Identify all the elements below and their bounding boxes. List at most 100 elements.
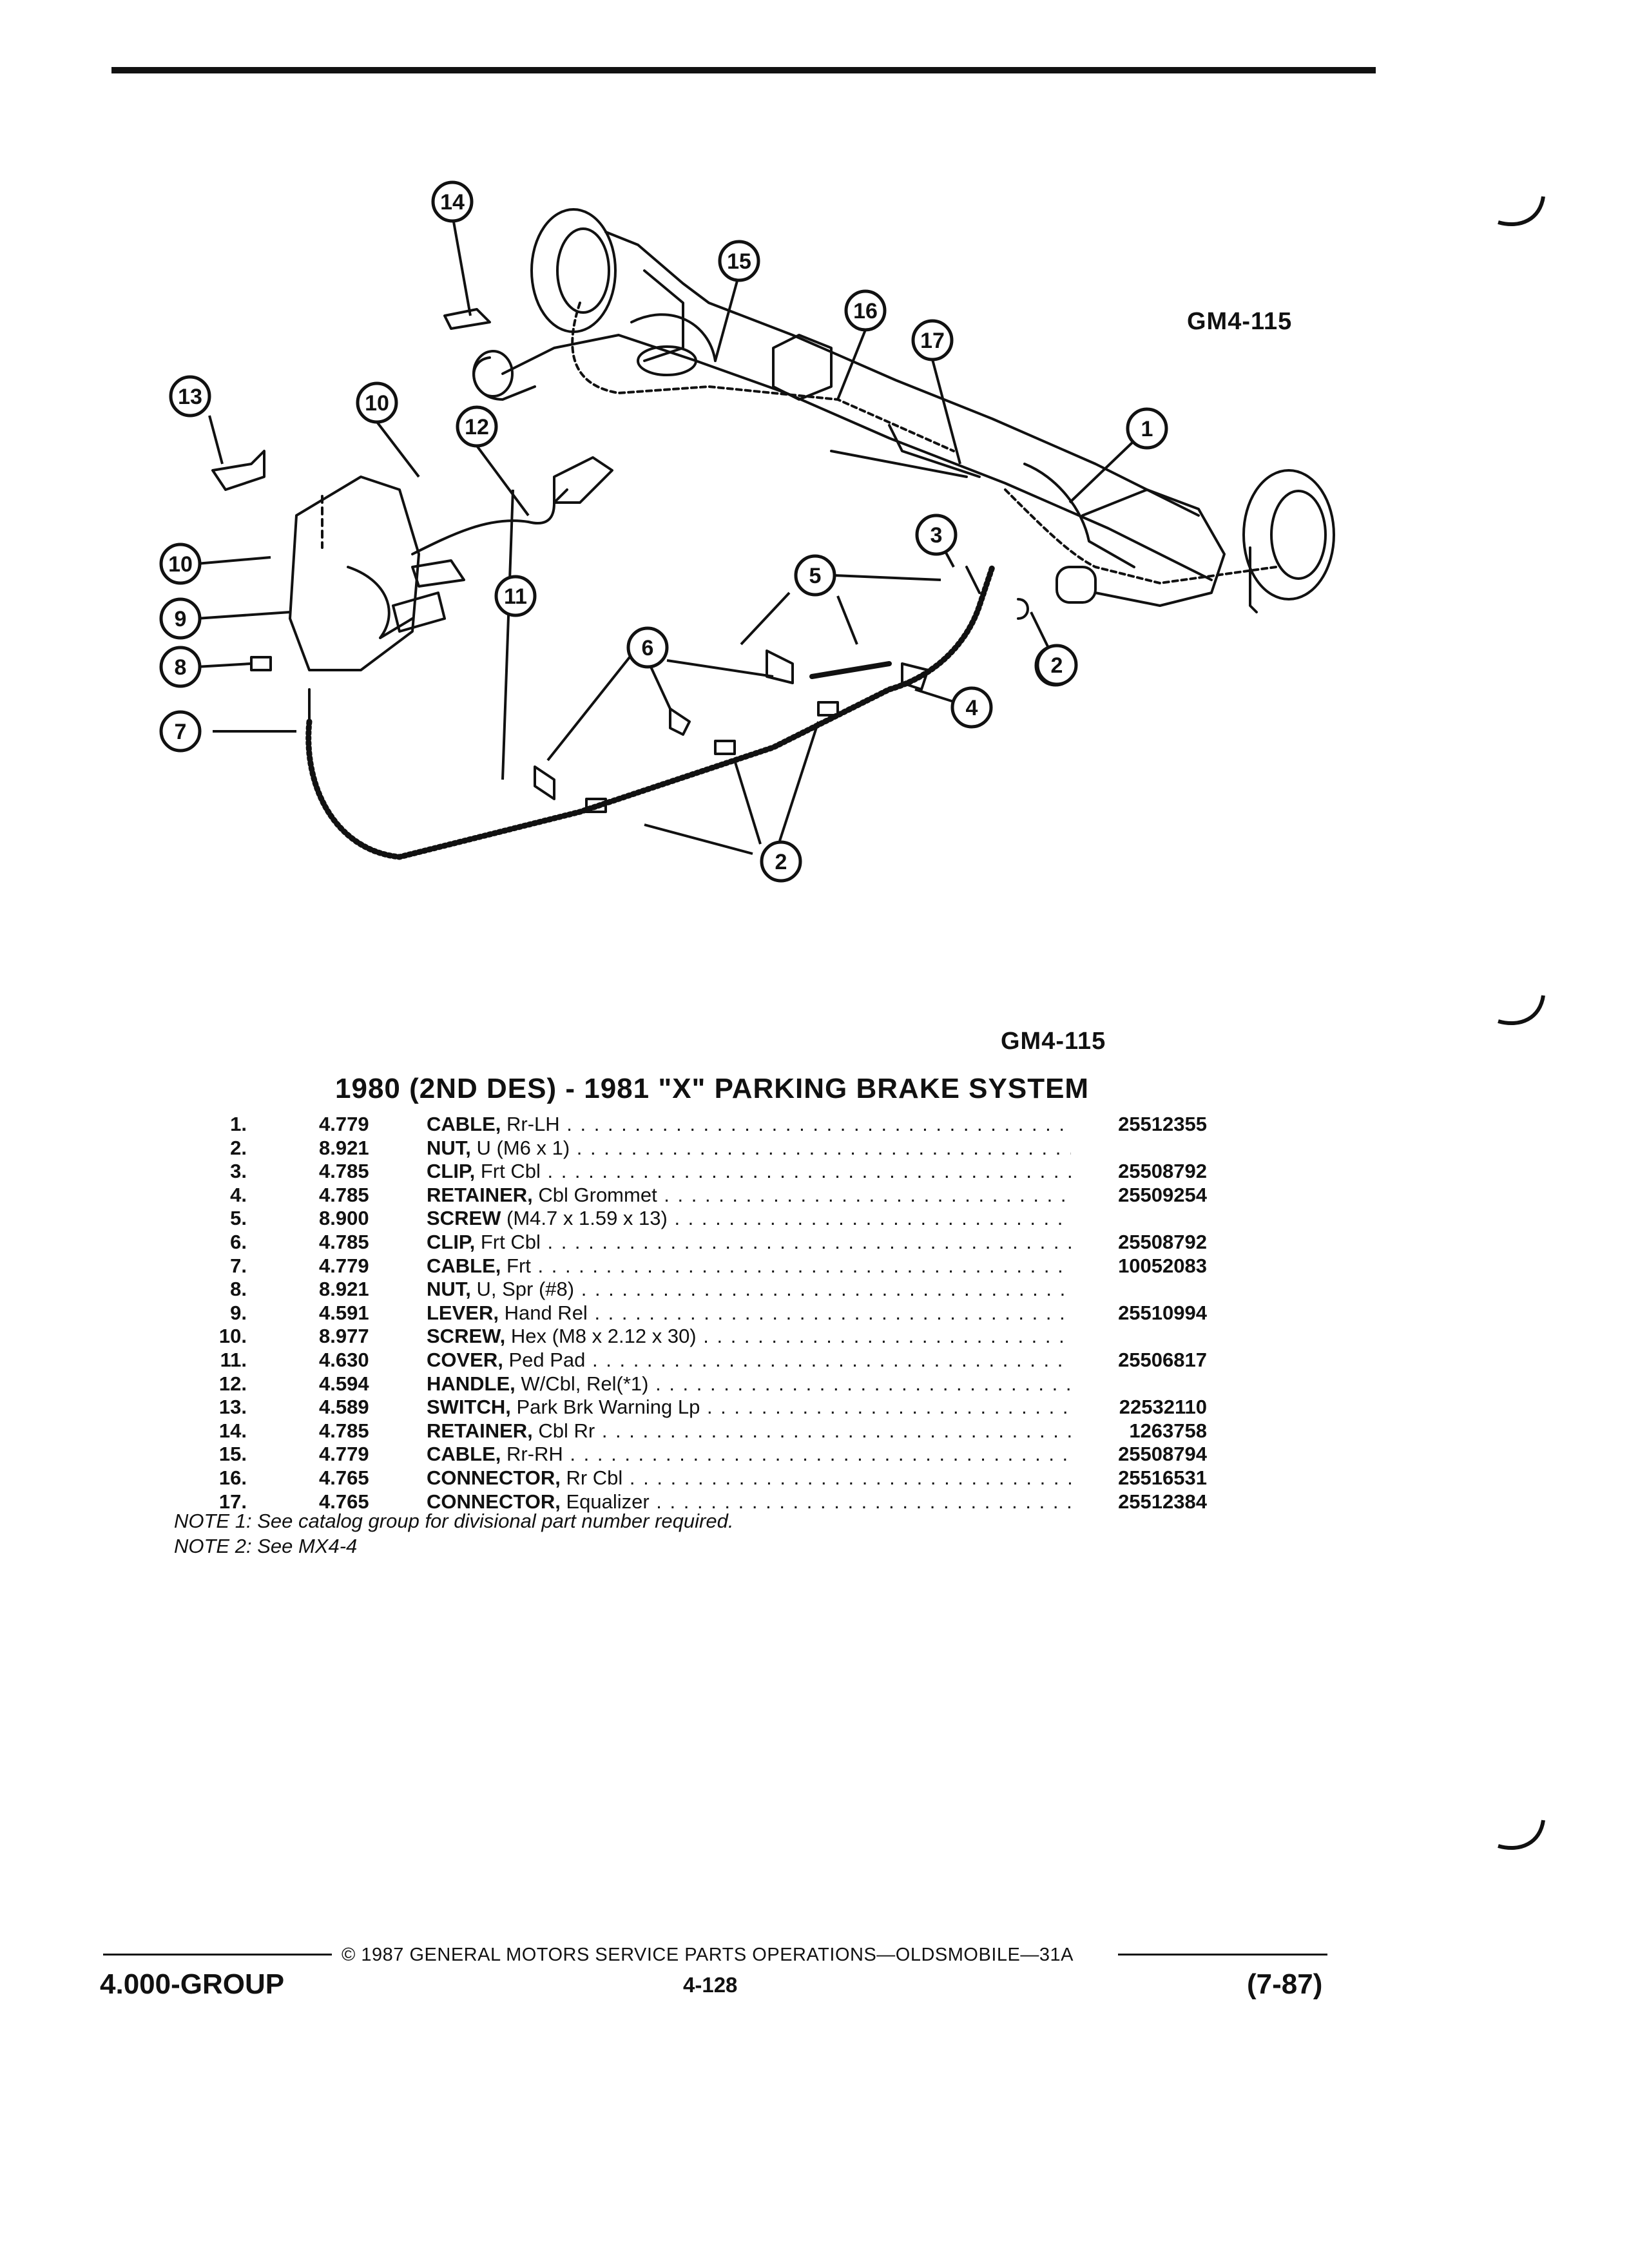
part-name: CABLE, [427, 1113, 501, 1135]
scan-mark-icon [1498, 1820, 1545, 1850]
svg-text:6: 6 [642, 636, 654, 660]
part-spec: Equalizer [560, 1490, 650, 1513]
part-number: 1263758 [1129, 1419, 1207, 1442]
leader-dots: . . . . . . . . . . . . . . . . . . . . … [594, 1301, 1071, 1324]
leader-dots: . . . . . . . . . . . . . . . . . . . . … [664, 1183, 1071, 1206]
description: CABLE, Rr-LH . . . . . . . . . . . . . .… [427, 1113, 1071, 1136]
part-spec: Frt [501, 1254, 531, 1277]
svg-text:9: 9 [175, 607, 187, 631]
group-number: 8.977 [319, 1325, 369, 1348]
revision-date: (7-87) [1247, 1968, 1323, 2000]
scan-mark-icon [1498, 995, 1545, 1026]
footer-rule-right [1118, 1954, 1327, 1956]
page-title: 1980 (2ND DES) - 1981 "X" PARKING BRAKE … [335, 1073, 1090, 1104]
part-spec: Park Brk Warning Lp [510, 1396, 700, 1419]
parts-row: 11. 4.630 COVER, Ped Pad . . . . . . . . .… [0, 1349, 1629, 1372]
note-1: NOTE 1: See catalog group for divisional… [174, 1510, 734, 1532]
copyright-line: © 1987 GENERAL MOTORS SERVICE PARTS OPER… [342, 1945, 1074, 1965]
part-name: RETAINER, [427, 1419, 533, 1442]
part-number: 10052083 [1118, 1254, 1207, 1277]
part-name: LEVER, [427, 1301, 499, 1324]
item-number: 9. [230, 1301, 247, 1324]
callout-2: 2 [1036, 644, 1078, 686]
leader-dots: . . . . . . . . . . . . . . . . . . . . … [566, 1113, 1071, 1135]
description: RETAINER, Cbl Rr . . . . . . . . . . . .… [427, 1419, 1071, 1443]
part-number: 25508794 [1118, 1443, 1207, 1466]
callout-8: 8 [159, 646, 202, 688]
group-number: 8.900 [319, 1207, 369, 1230]
item-number: 16. [218, 1466, 247, 1489]
group-number: 4.630 [319, 1349, 369, 1371]
group-number: 8.921 [319, 1278, 369, 1301]
item-number: 5. [230, 1207, 247, 1230]
hand-release-lever [289, 476, 446, 671]
top-rule [111, 67, 1376, 73]
leader-dots: . . . . . . . . . . . . . . . . . . . . … [547, 1160, 1071, 1183]
part-name: CLIP, [427, 1160, 476, 1183]
part-name: CABLE, [427, 1443, 501, 1466]
group-number: 4.785 [319, 1231, 369, 1253]
svg-text:16: 16 [853, 299, 878, 323]
part-spec: Rr Cbl [560, 1466, 623, 1489]
part-spec: Rr-RH [501, 1443, 563, 1466]
svg-text:2: 2 [1051, 653, 1063, 678]
part-name: NUT, [427, 1278, 471, 1301]
item-number: 3. [230, 1160, 247, 1183]
description: CONNECTOR, Equalizer . . . . . . . . . .… [427, 1490, 1071, 1514]
leader-dots: . . . . . . . . . . . . . . . . . . . . … [655, 1372, 1071, 1395]
part-number: 25512355 [1118, 1113, 1207, 1135]
group-number: 4.779 [319, 1443, 369, 1466]
description: NUT, U, Spr (#8) . . . . . . . . . . . .… [427, 1278, 1071, 1301]
callout-9: 9 [159, 597, 202, 640]
note-2: NOTE 2: See MX4-4 [174, 1535, 358, 1557]
leader-dots: . . . . . . . . . . . . . . . . . . . . … [674, 1207, 1071, 1230]
part-name: RETAINER, [427, 1183, 533, 1206]
part-spec: W/Cbl, Rel(*1) [515, 1372, 649, 1395]
part-number: 25509254 [1118, 1183, 1207, 1206]
description: SCREW, Hex (M8 x 2.12 x 30) . . . . . . … [427, 1325, 1071, 1348]
description: CABLE, Rr-RH . . . . . . . . . . . . . .… [427, 1443, 1071, 1466]
part-name: CONNECTOR, [427, 1466, 561, 1489]
parking-brake-diagram: 12223456789101011121314151617 [159, 180, 1335, 883]
description: CONNECTOR, Rr Cbl . . . . . . . . . . . … [427, 1466, 1071, 1490]
callout-4: 4 [950, 686, 993, 729]
part-name: SCREW, [427, 1325, 506, 1348]
group-number: 4.785 [319, 1419, 369, 1442]
description: COVER, Ped Pad . . . . . . . . . . . . .… [427, 1349, 1071, 1372]
figure-code-bottom: GM4-115 [1001, 1028, 1106, 1055]
group-number: 4.779 [319, 1113, 369, 1135]
svg-text:10: 10 [365, 391, 389, 416]
group-number: 4.785 [319, 1183, 369, 1206]
scan-mark-icon [1498, 196, 1545, 227]
part-name: NUT, [427, 1136, 471, 1159]
callout-6: 6 [626, 626, 669, 669]
part-number: 25516531 [1118, 1466, 1207, 1489]
part-spec: (M4.7 x 1.59 x 13) [501, 1207, 668, 1230]
leader-dots: . . . . . . . . . . . . . . . . . . . . … [706, 1396, 1071, 1419]
callout-12: 12 [456, 405, 498, 448]
callout-15: 15 [718, 240, 760, 282]
group-number: 4.594 [319, 1372, 369, 1395]
part-number: 25508792 [1118, 1231, 1207, 1253]
svg-text:4: 4 [966, 696, 978, 720]
item-number: 13. [218, 1396, 247, 1419]
group-label: 4.000-GROUP [100, 1968, 285, 2000]
description: CLIP, Frt Cbl . . . . . . . . . . . . . … [427, 1231, 1071, 1254]
callout-7: 7 [159, 710, 202, 753]
callout-2: 2 [760, 840, 802, 883]
description: HANDLE, W/Cbl, Rel(*1) . . . . . . . . .… [427, 1372, 1071, 1396]
part-number: 22532110 [1119, 1396, 1207, 1419]
part-name: HANDLE, [427, 1372, 516, 1395]
rear-cable-rh [571, 302, 955, 452]
callout-3: 3 [915, 514, 958, 556]
part-name: CABLE, [427, 1254, 501, 1277]
svg-text:1: 1 [1141, 417, 1153, 441]
item-number: 11. [220, 1349, 247, 1371]
part-name: CONNECTOR, [427, 1490, 561, 1513]
